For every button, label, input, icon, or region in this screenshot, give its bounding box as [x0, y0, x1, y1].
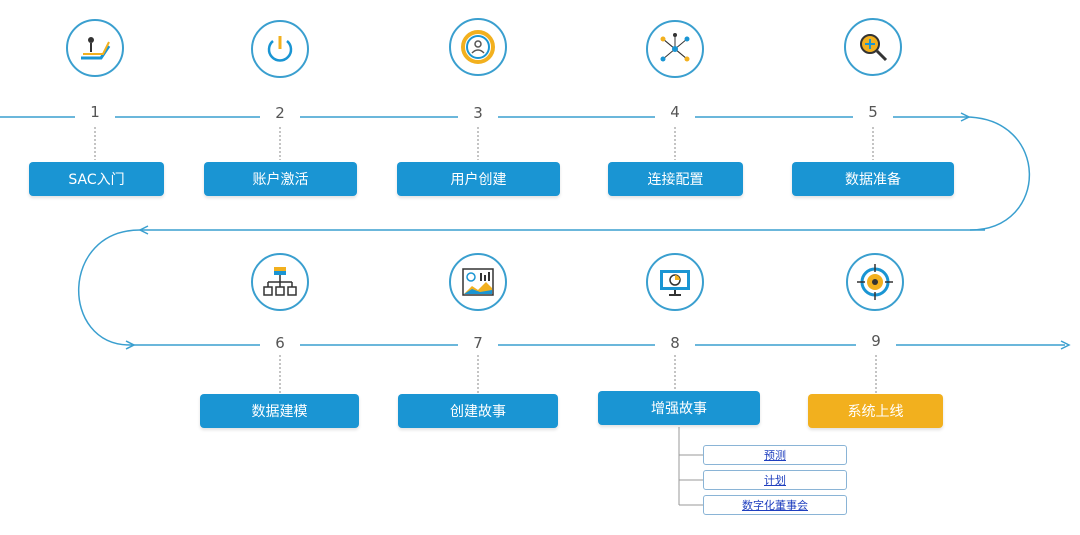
- step-number-8: 8: [655, 334, 695, 352]
- sub-item-forecast[interactable]: 预测: [703, 445, 847, 465]
- step-button-go-live[interactable]: 系统上线: [808, 394, 943, 428]
- step-button-user-creation[interactable]: 用户创建: [397, 162, 560, 196]
- step-number-3: 3: [458, 104, 498, 122]
- sub-item-digital-boardroom[interactable]: 数字化董事会: [703, 495, 847, 515]
- step-button-enhance-story[interactable]: 增强故事: [598, 391, 760, 425]
- target-icon: [846, 253, 904, 311]
- step-button-connection-config[interactable]: 连接配置: [608, 162, 743, 196]
- step-number-5: 5: [853, 103, 893, 121]
- step-button-data-preparation[interactable]: 数据准备: [792, 162, 954, 196]
- step-button-account-activation[interactable]: 账户激活: [204, 162, 357, 196]
- step-number-2: 2: [260, 104, 300, 122]
- escalator-icon: [66, 19, 124, 77]
- step-button-sac-intro[interactable]: SAC入门: [29, 162, 164, 196]
- step-number-4: 4: [655, 103, 695, 121]
- magnifier-icon: [844, 18, 902, 76]
- power-icon: [251, 20, 309, 78]
- user-icon: [449, 18, 507, 76]
- step-number-1: 1: [75, 103, 115, 121]
- step-number-6: 6: [260, 334, 300, 352]
- hierarchy-icon: [251, 253, 309, 311]
- step-button-create-story[interactable]: 创建故事: [398, 394, 558, 428]
- monitor-chart-icon: [646, 253, 704, 311]
- network-icon: [646, 20, 704, 78]
- step-number-9: 9: [856, 332, 896, 350]
- step-number-7: 7: [458, 334, 498, 352]
- sub-item-planning[interactable]: 计划: [703, 470, 847, 490]
- dashboard-icon: [449, 253, 507, 311]
- step-button-data-modeling[interactable]: 数据建模: [200, 394, 359, 428]
